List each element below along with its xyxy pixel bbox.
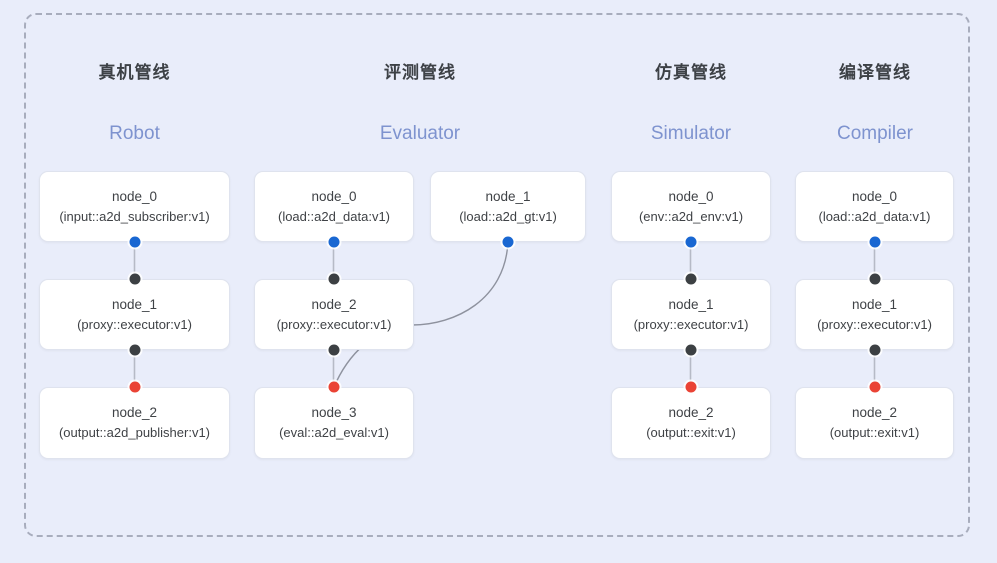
column-title-en-robot: Robot — [109, 123, 160, 144]
node-card-robot-1[interactable]: node_1 (proxy::executor:v1) — [39, 279, 230, 350]
port-input-compiler-2[interactable] — [869, 381, 880, 393]
node-card-simulator-2[interactable]: node_2 (output::exit:v1) — [611, 387, 771, 459]
column-header-evaluator: 评测管线 Evaluator — [330, 62, 510, 146]
port-input-simulator-1[interactable] — [685, 273, 696, 285]
port-input-simulator-2[interactable] — [685, 381, 696, 393]
node-detail: (output::exit:v1) — [646, 425, 736, 440]
node-name: node_0 — [311, 188, 357, 204]
port-input-evaluator-2[interactable] — [328, 273, 339, 285]
port-output-compiler-1[interactable] — [869, 344, 880, 356]
node-detail: (load::a2d_data:v1) — [277, 208, 391, 224]
node-name: node_1 — [851, 296, 898, 312]
column-title-cn-robot: 真机管线 — [98, 63, 171, 82]
column-title-cn-evaluator: 评测管线 — [384, 63, 456, 82]
node-card-evaluator-1[interactable]: node_1 (load::a2d_gt:v1) — [430, 171, 586, 242]
node-detail: (proxy::executor:v1) — [77, 316, 192, 332]
node-detail: (proxy::executor:v1) — [633, 316, 749, 332]
node-detail: (proxy::executor:v1) — [276, 316, 392, 332]
node-card-robot-2[interactable]: node_2 (output::a2d_publisher:v1) — [39, 387, 230, 459]
node-detail: (output::exit:v1) — [829, 425, 920, 440]
port-output-simulator-0[interactable] — [685, 236, 696, 248]
node-detail: (input::a2d_subscriber:v1) — [59, 208, 210, 224]
column-title-en-compiler: Compiler — [836, 123, 914, 144]
node-name: node_3 — [311, 405, 357, 420]
node-name: node_0 — [668, 188, 714, 204]
node-name: node_1 — [485, 188, 531, 204]
port-input-robot-1[interactable] — [129, 273, 140, 285]
node-name: node_1 — [111, 296, 158, 312]
node-name: node_1 — [668, 296, 714, 312]
port-input-evaluator-3[interactable] — [328, 381, 339, 393]
node-detail: (proxy::executor:v1) — [817, 316, 932, 332]
port-output-evaluator-2[interactable] — [328, 344, 339, 356]
port-input-robot-2[interactable] — [129, 381, 140, 393]
port-output-compiler-0[interactable] — [869, 236, 880, 248]
column-title-cn-simulator: 仿真管线 — [655, 63, 727, 82]
port-input-compiler-1[interactable] — [869, 273, 880, 285]
node-card-robot-0[interactable]: node_0 (input::a2d_subscriber:v1) — [39, 171, 230, 242]
column-title-en-evaluator: Evaluator — [379, 123, 461, 144]
node-card-compiler-2[interactable]: node_2 (output::exit:v1) — [795, 387, 954, 459]
node-card-simulator-0[interactable]: node_0 (env::a2d_env:v1) — [611, 171, 771, 242]
column-header-compiler: 编译管线 Compiler — [795, 62, 955, 146]
column-header-simulator: 仿真管线 Simulator — [611, 62, 771, 146]
node-detail: (load::a2d_data:v1) — [818, 208, 931, 224]
pipeline-group-frame — [24, 13, 970, 537]
column-title-en-simulator: Simulator — [650, 123, 732, 144]
node-name: node_0 — [851, 188, 898, 204]
port-output-evaluator-0[interactable] — [328, 236, 339, 248]
node-card-compiler-1[interactable]: node_1 (proxy::executor:v1) — [795, 279, 954, 350]
node-detail: (eval::a2d_eval:v1) — [279, 425, 389, 440]
port-output-simulator-1[interactable] — [685, 344, 696, 356]
node-detail: (output::a2d_publisher:v1) — [58, 425, 211, 440]
node-name: node_2 — [668, 405, 714, 420]
node-detail: (load::a2d_gt:v1) — [459, 208, 557, 224]
node-card-simulator-1[interactable]: node_1 (proxy::executor:v1) — [611, 279, 771, 350]
node-card-evaluator-3[interactable]: node_3 (eval::a2d_eval:v1) — [254, 387, 414, 459]
node-name: node_2 — [111, 405, 158, 420]
node-name: node_0 — [111, 188, 158, 204]
node-detail: (env::a2d_env:v1) — [638, 208, 744, 224]
port-output-robot-1[interactable] — [129, 344, 140, 356]
column-title-cn-compiler: 编译管线 — [839, 63, 911, 82]
node-card-evaluator-0[interactable]: node_0 (load::a2d_data:v1) — [254, 171, 414, 242]
node-card-evaluator-2[interactable]: node_2 (proxy::executor:v1) — [254, 279, 414, 350]
port-output-evaluator-1[interactable] — [502, 236, 514, 248]
node-name: node_2 — [311, 296, 357, 312]
node-name: node_2 — [851, 405, 898, 420]
column-header-robot: 真机管线 Robot — [39, 62, 230, 146]
node-card-compiler-0[interactable]: node_0 (load::a2d_data:v1) — [795, 171, 954, 242]
port-output-robot-0[interactable] — [129, 236, 140, 248]
